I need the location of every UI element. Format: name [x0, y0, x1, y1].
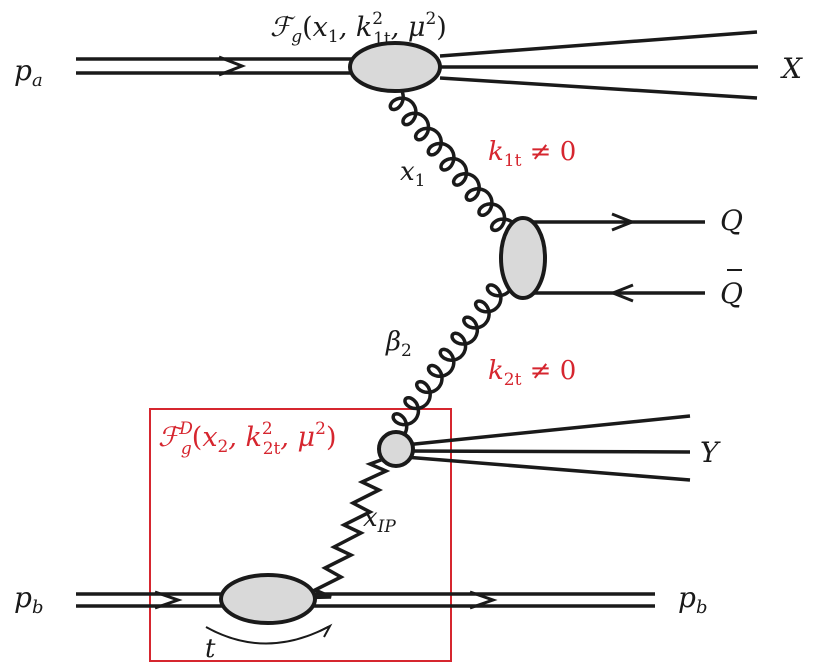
label-quark: Q: [720, 204, 743, 237]
svg-text:Q: Q: [720, 277, 743, 310]
label-k2t: k2t ≠ 0: [488, 356, 576, 390]
quark-lines: [530, 212, 705, 303]
proton-a-line: [76, 55, 352, 77]
label-beta2: β2: [385, 327, 412, 361]
label-x1: x1: [400, 157, 426, 191]
proton-b-line: [76, 590, 655, 610]
label-x-system: X: [780, 52, 803, 85]
momentum-transfer-arc: [205, 623, 333, 645]
lower-blob: [219, 573, 317, 625]
label-pa: pa: [14, 54, 43, 91]
upper-blob: [348, 41, 442, 93]
x-system-lines: [439, 30, 758, 100]
diffractive-region-box: [149, 408, 452, 662]
gluon-1: [388, 86, 516, 233]
label-xip: xIP: [363, 503, 396, 537]
label-y-system: Y: [700, 436, 721, 469]
pomeron-vertex-blob: [377, 430, 415, 468]
hard-scattering-blob: [499, 216, 547, 300]
label-k1t: k1t ≠ 0: [488, 137, 576, 171]
label-pb-out: pb: [678, 581, 707, 618]
y-system-lines: [404, 414, 691, 482]
gluon-2: [391, 283, 512, 436]
label-antiquark: Q: [720, 269, 743, 310]
pomeron-zigzag: [284, 458, 391, 600]
label-pb-in: pb: [14, 581, 43, 618]
label-t: t: [205, 634, 216, 664]
